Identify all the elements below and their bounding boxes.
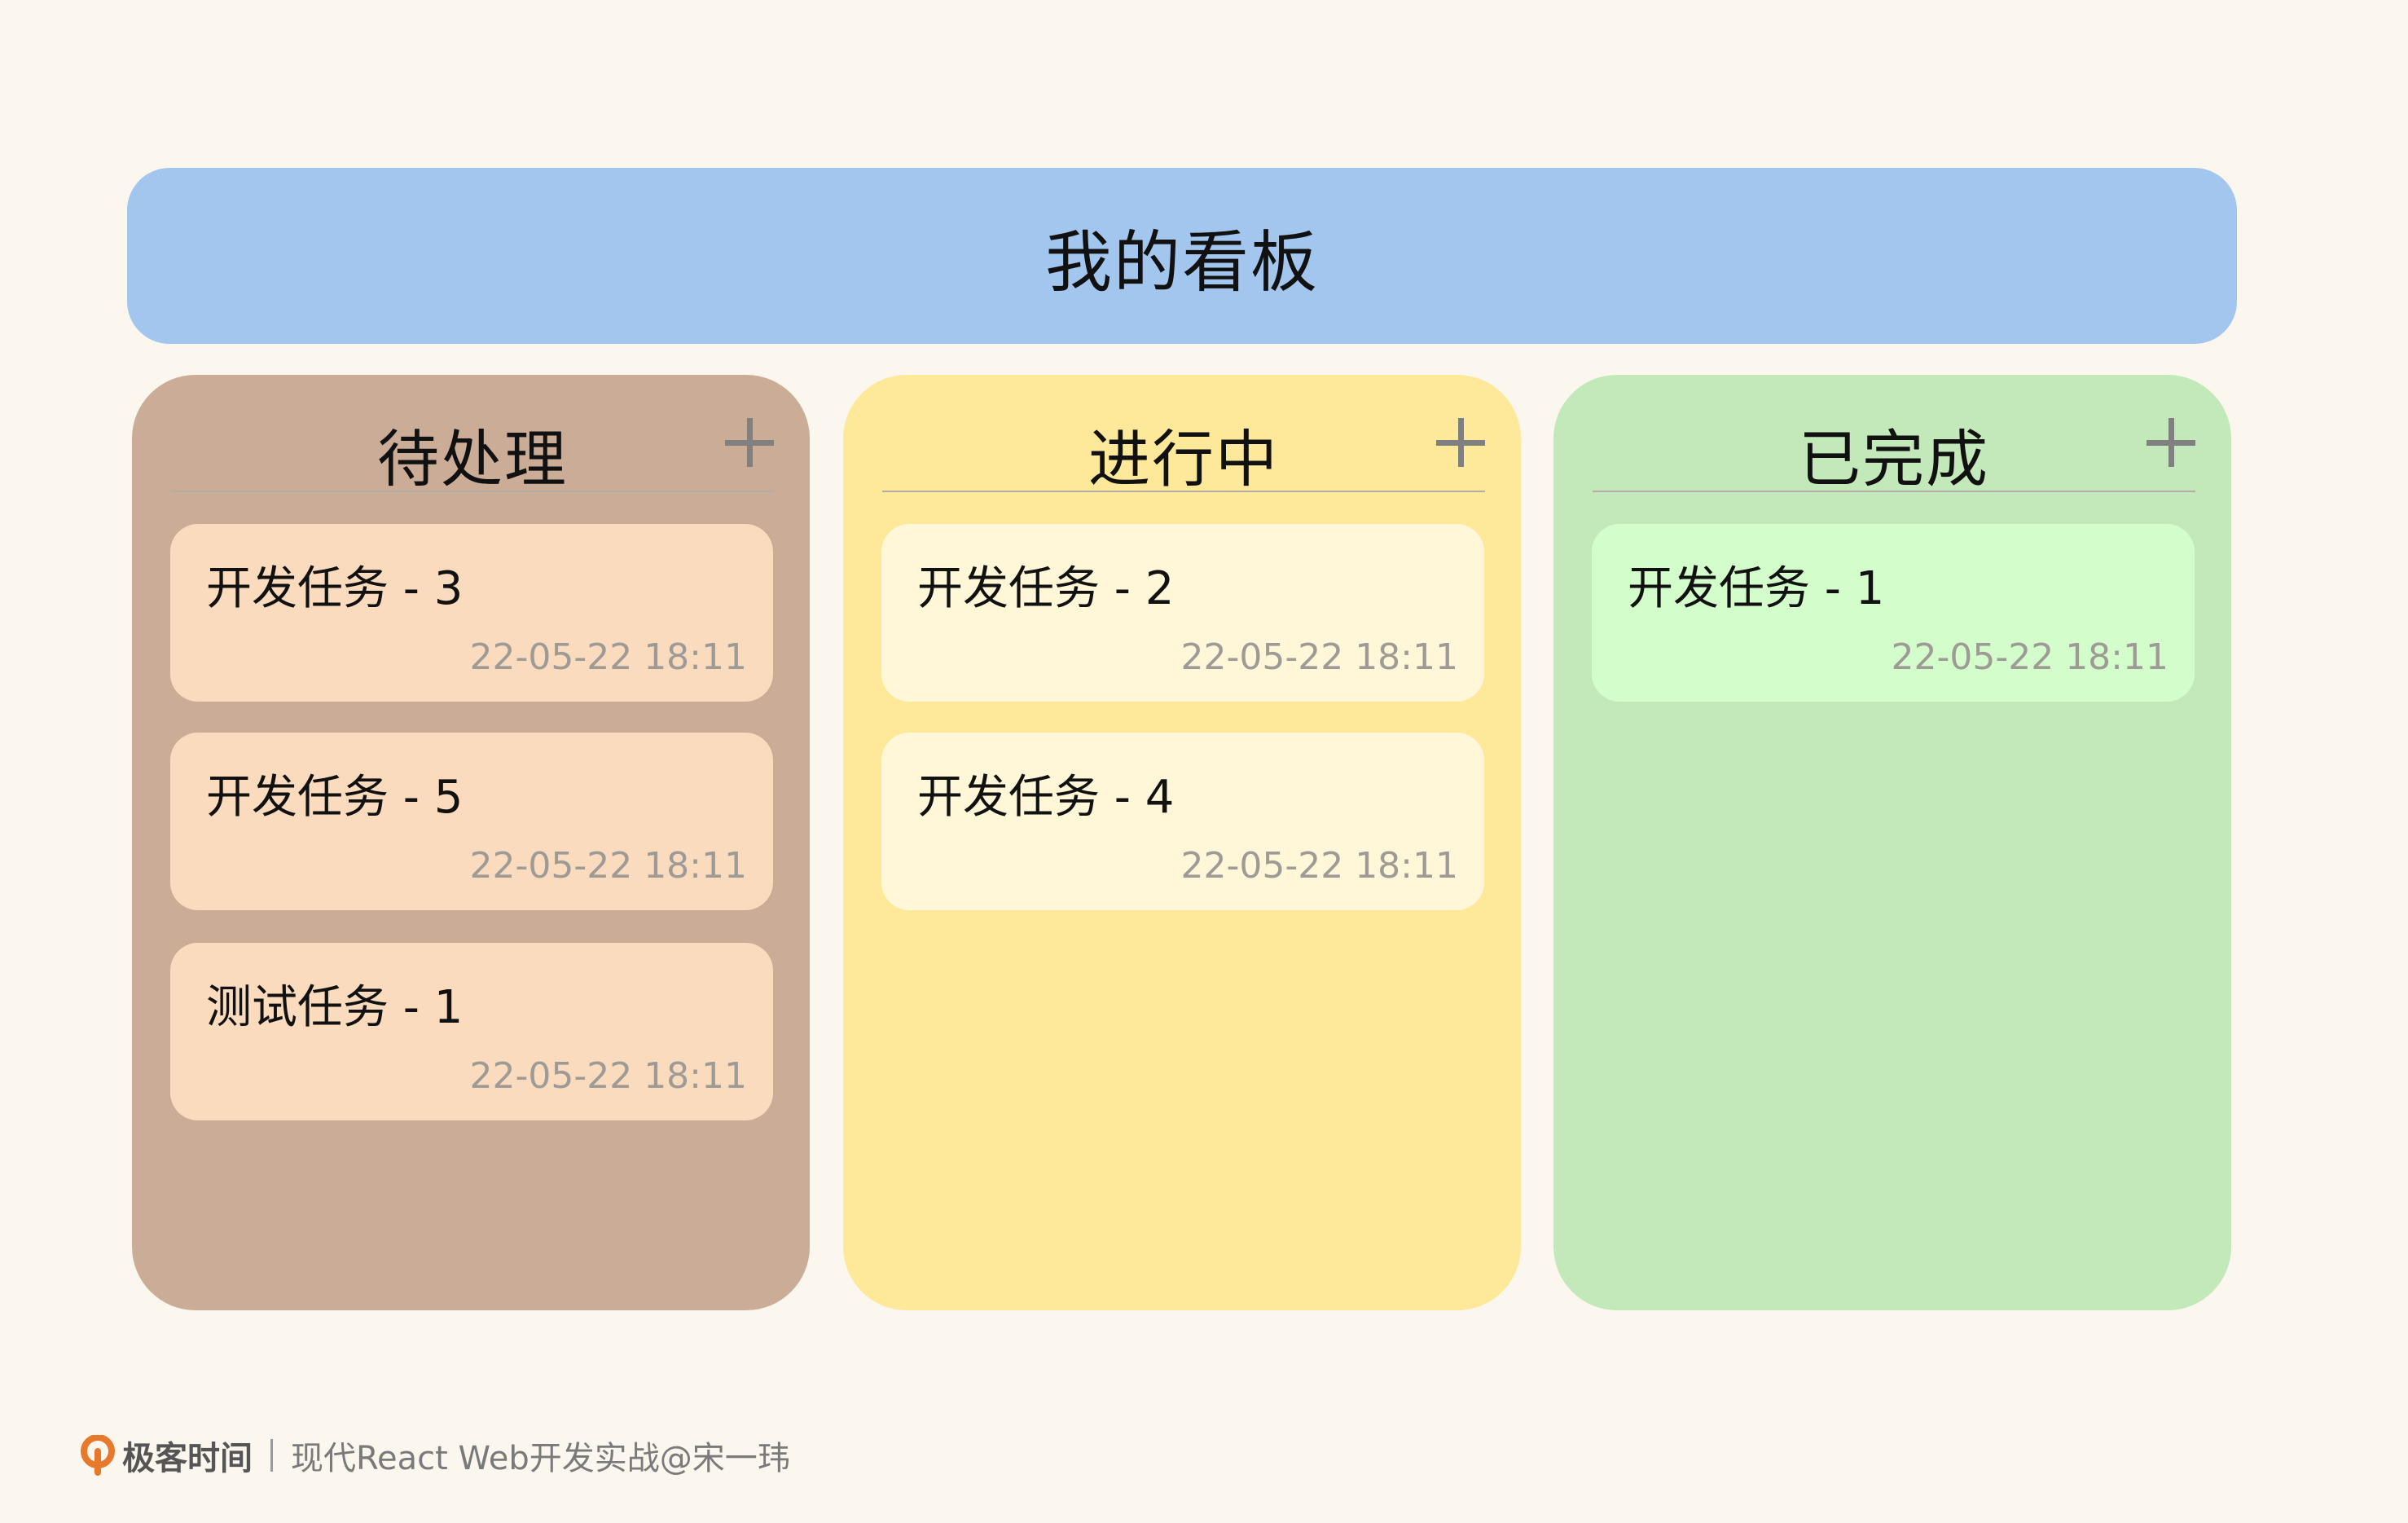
task-card[interactable]: 开发任务 - 4 22-05-22 18:11 [881,733,1484,910]
plus-icon[interactable] [725,418,774,467]
column-title: 已完成 [1799,423,1989,495]
footer-caption: 现代React Web开发实战@宋一玮 [291,1440,790,1477]
logo-text: 极客时间 [122,1440,253,1477]
task-title: 开发任务 - 3 [206,562,464,615]
task-timestamp: 22-05-22 18:11 [1180,636,1458,678]
task-timestamp: 22-05-22 18:11 [469,636,747,678]
column-header: 进行中 [882,375,1485,495]
geektime-logo-icon [80,1435,116,1476]
board-header: 我的看板 [127,168,2237,344]
task-title: 开发任务 - 2 [917,562,1175,615]
footer: 极客时间 现代React Web开发实战@宋一玮 [80,1433,790,1478]
task-timestamp: 22-05-22 18:11 [469,1055,747,1097]
board-title: 我的看板 [1044,223,1319,302]
task-card[interactable]: 开发任务 - 5 22-05-22 18:11 [170,733,773,910]
task-timestamp: 22-05-22 18:11 [1891,636,2169,678]
task-timestamp: 22-05-22 18:11 [1180,845,1458,887]
column-title: 待处理 [377,423,568,495]
task-title: 开发任务 - 1 [1628,562,1885,615]
column-done: 已完成 开发任务 - 1 22-05-22 18:11 [1553,375,2231,1310]
task-title: 开发任务 - 5 [206,771,464,824]
task-card[interactable]: 开发任务 - 2 22-05-22 18:11 [881,524,1484,702]
footer-divider [270,1439,273,1472]
column-header: 已完成 [1593,375,2195,495]
task-title: 开发任务 - 4 [917,771,1175,824]
task-card[interactable]: 开发任务 - 3 22-05-22 18:11 [170,524,773,702]
column-title: 进行中 [1088,423,1279,495]
plus-icon[interactable] [1436,418,1485,467]
column-header: 待处理 [171,375,774,495]
task-card[interactable]: 开发任务 - 1 22-05-22 18:11 [1592,524,2195,702]
task-timestamp: 22-05-22 18:11 [469,845,747,887]
column-pending: 待处理 开发任务 - 3 22-05-22 18:11 开发任务 - 5 22-… [132,375,810,1310]
column-in-progress: 进行中 开发任务 - 2 22-05-22 18:11 开发任务 - 4 22-… [843,375,1521,1310]
task-title: 测试任务 - 1 [206,981,464,1034]
task-card[interactable]: 测试任务 - 1 22-05-22 18:11 [170,943,773,1120]
plus-icon[interactable] [2147,418,2195,467]
